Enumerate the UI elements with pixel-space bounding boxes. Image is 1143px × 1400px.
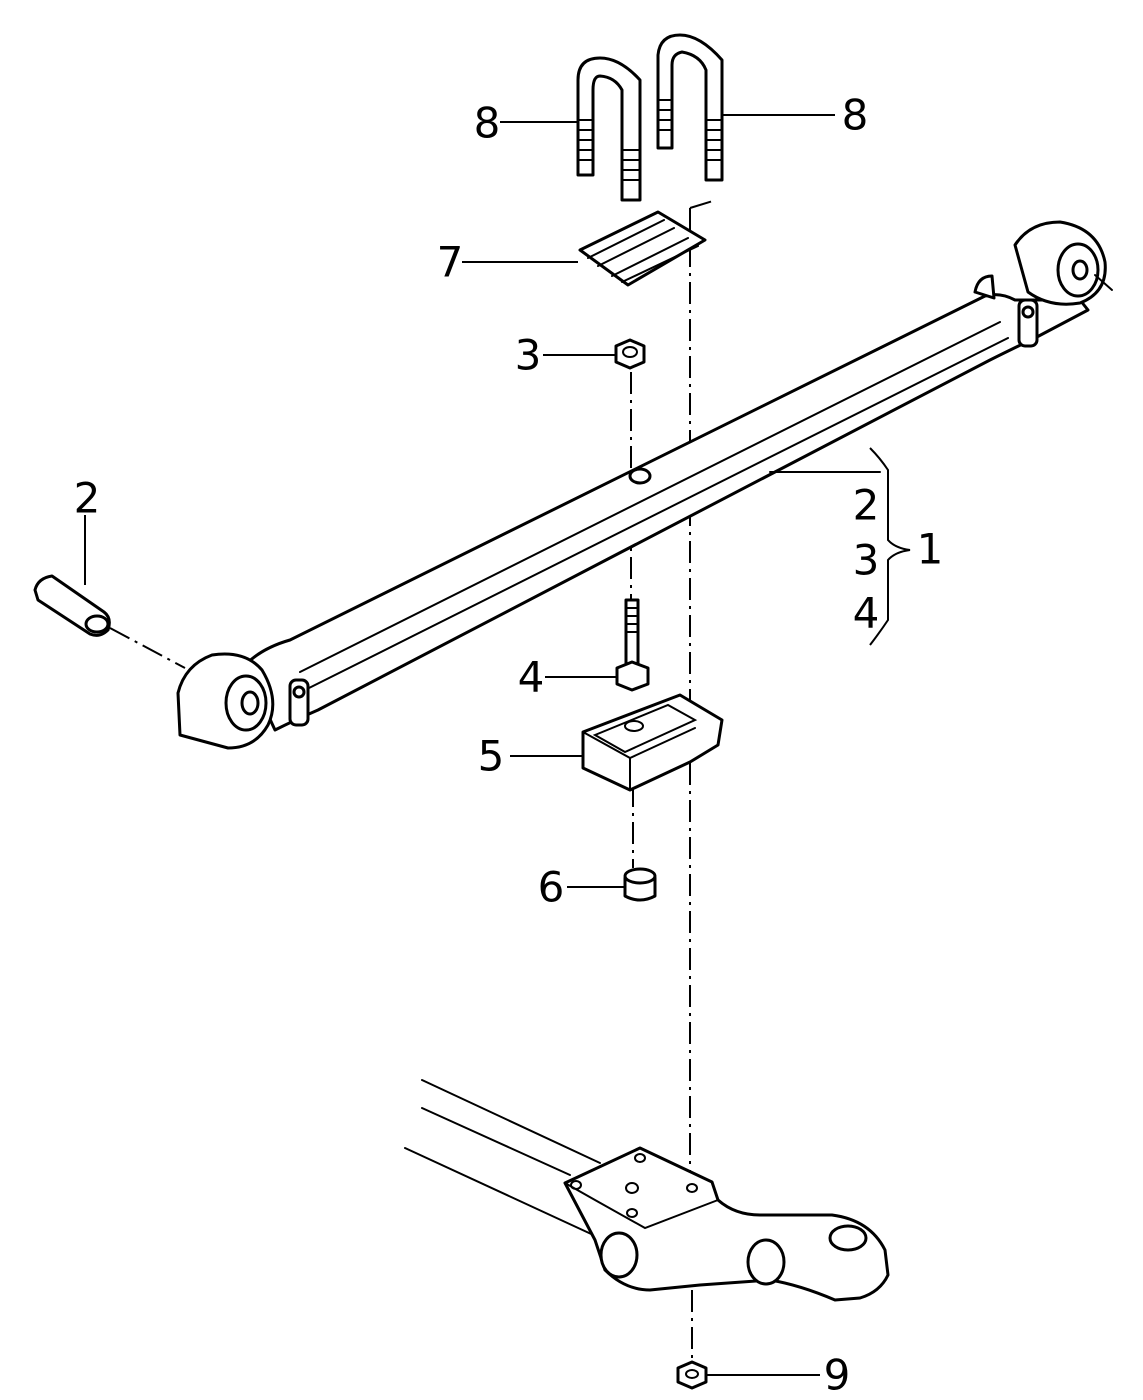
callout-3: 3 bbox=[515, 331, 542, 380]
callout-7: 7 bbox=[437, 238, 464, 287]
leaf-spring bbox=[176, 220, 1113, 750]
callout-8-right: 8 bbox=[842, 91, 869, 140]
callout-4: 4 bbox=[518, 653, 545, 702]
axle-nut bbox=[676, 1360, 708, 1390]
callout-6: 6 bbox=[538, 863, 565, 912]
bushing-pin bbox=[33, 574, 111, 637]
axle-beam bbox=[404, 1079, 890, 1302]
u-bolts bbox=[576, 33, 724, 202]
callout-2: 2 bbox=[74, 474, 101, 523]
spacer-block bbox=[581, 693, 724, 792]
sleeve bbox=[623, 867, 657, 902]
callout-1: 1 bbox=[917, 525, 944, 574]
callout-9: 9 bbox=[824, 1351, 851, 1400]
callout-8-left: 8 bbox=[474, 99, 501, 148]
callout-labels: 8 8 7 3 2 4 5 6 9 2 3 4 1 bbox=[74, 91, 944, 1400]
group-callout-4: 4 bbox=[853, 589, 880, 638]
callout-5: 5 bbox=[478, 732, 505, 781]
center-bolt bbox=[615, 598, 650, 692]
leader-lines bbox=[84, 114, 911, 1376]
group-callout-3: 3 bbox=[853, 536, 880, 585]
center-nut bbox=[614, 338, 646, 370]
group-callout-2: 2 bbox=[853, 481, 880, 530]
clamp-plate bbox=[578, 210, 707, 287]
